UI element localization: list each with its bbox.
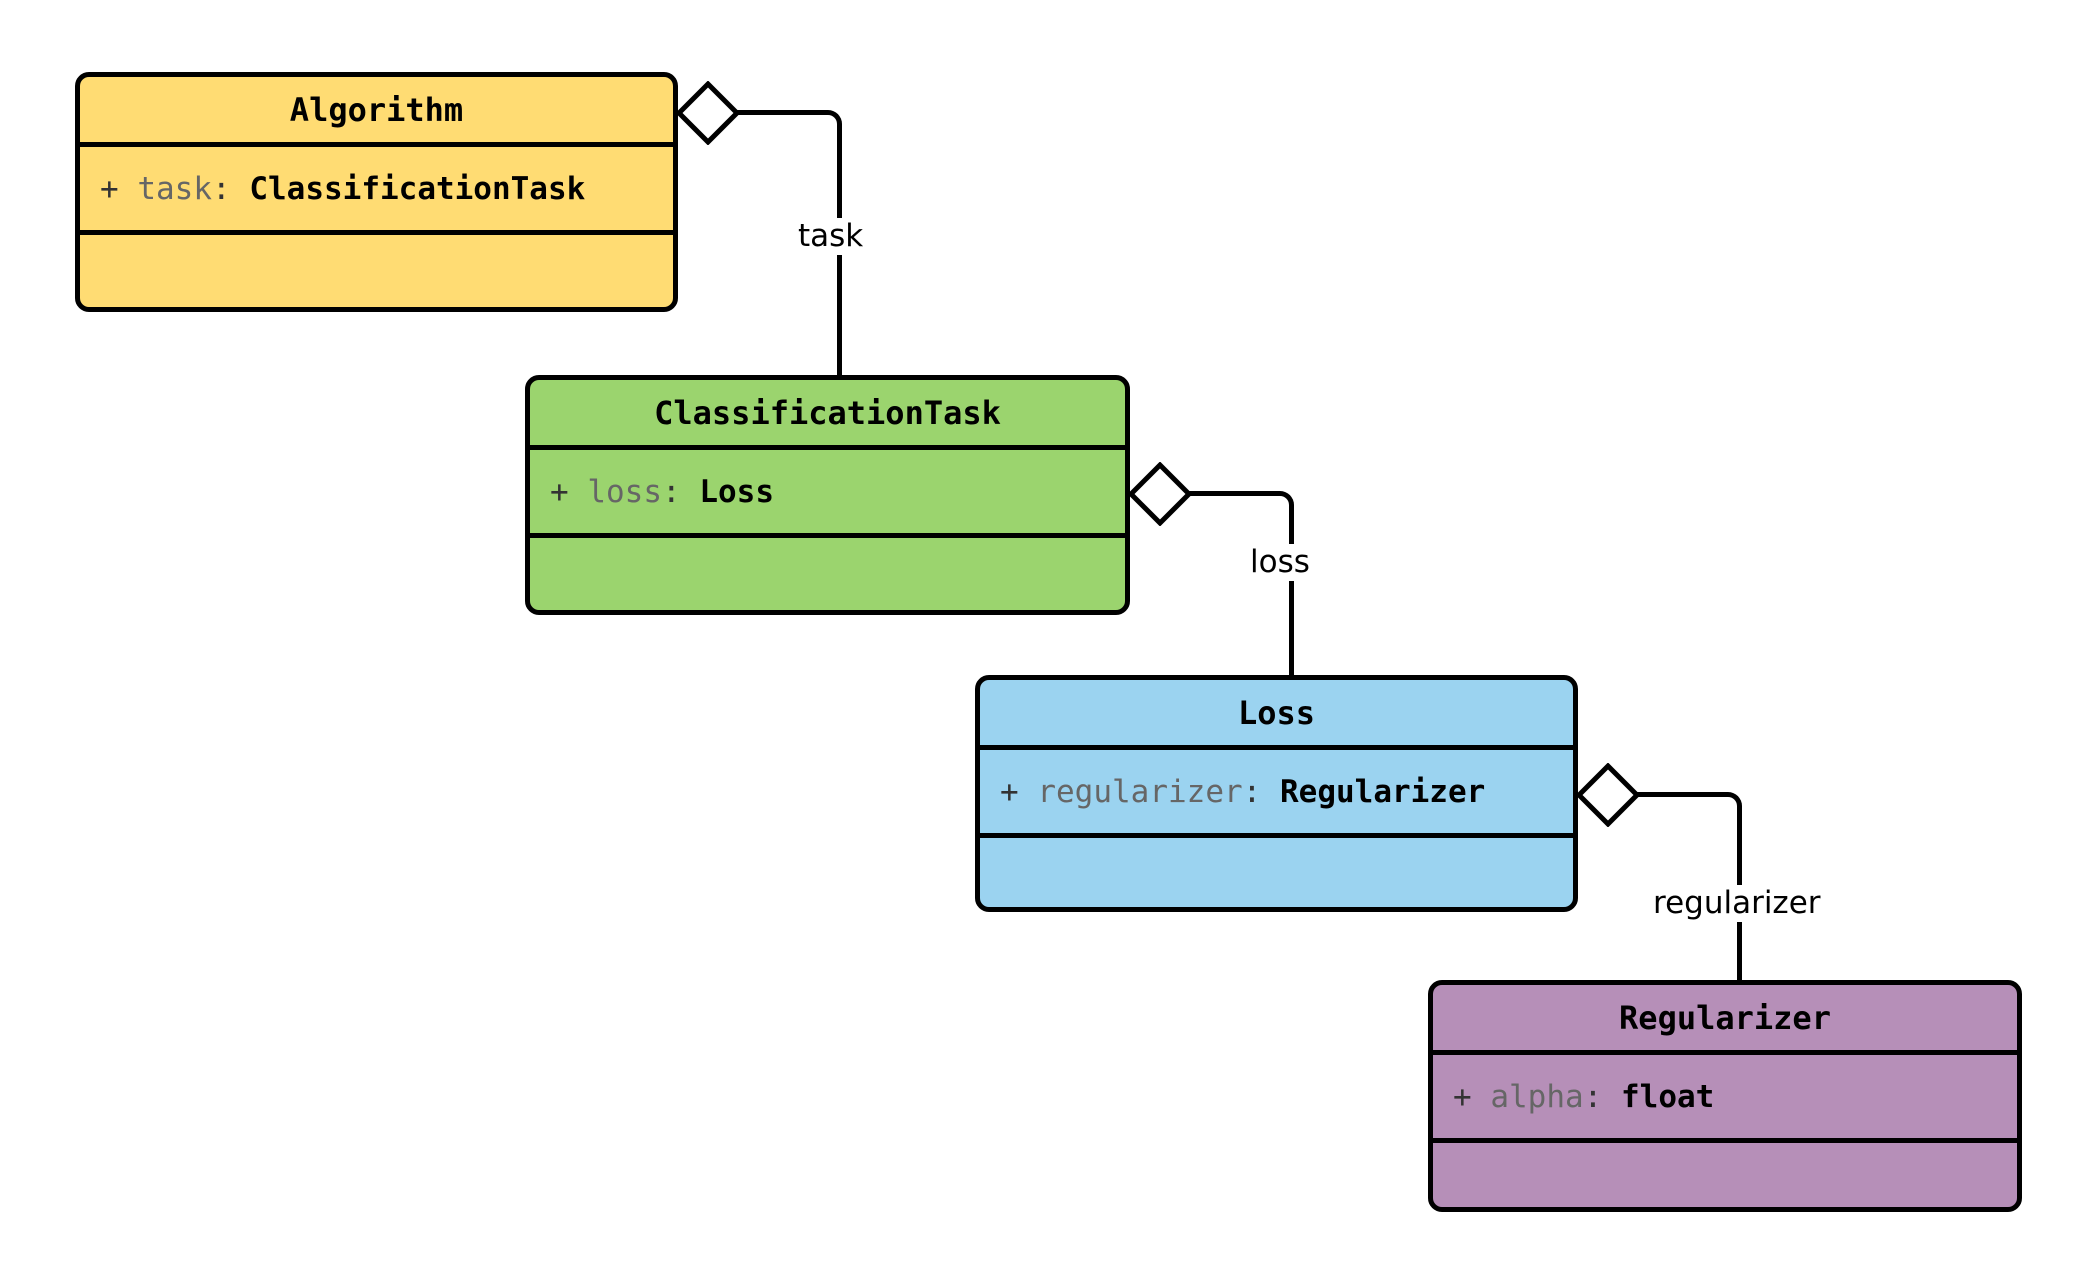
aggregation-diamond-regularizer	[1576, 763, 1640, 827]
attribute-separator: :	[1583, 1078, 1603, 1115]
attribute-name: alpha	[1490, 1078, 1584, 1115]
edge-label-loss: loss	[1245, 544, 1315, 581]
attribute-type: Loss	[699, 473, 774, 510]
edge-horizontal-loss	[1189, 491, 1269, 496]
attribute-visibility: +	[100, 170, 119, 207]
class-attributes-algorithm: + task: ClassificationTask	[80, 147, 673, 235]
attribute-separator: :	[1242, 773, 1262, 810]
edge-vertical-loss	[1289, 516, 1294, 679]
class-name-label: Loss	[1237, 693, 1316, 732]
class-attributes-classificationtask: + loss: Loss	[530, 450, 1125, 538]
class-title-regularizer: Regularizer	[1433, 985, 2017, 1055]
class-title-algorithm: Algorithm	[80, 77, 673, 147]
class-title-loss: Loss	[980, 680, 1573, 750]
attribute-visibility: +	[1453, 1078, 1472, 1115]
class-box-classificationtask[interactable]: ClassificationTask + loss: Loss	[525, 375, 1130, 615]
attribute-name: task	[137, 170, 212, 207]
class-name-label: Regularizer	[1619, 998, 1831, 1037]
edge-horizontal-task	[737, 110, 817, 115]
class-box-algorithm[interactable]: Algorithm + task: ClassificationTask	[75, 72, 678, 312]
attribute-type: ClassificationTask	[249, 170, 586, 207]
attribute-row: + loss: Loss	[530, 474, 1125, 510]
attribute-type: Regularizer	[1280, 773, 1486, 810]
attribute-row: + alpha: float	[1433, 1079, 2017, 1115]
attribute-separator: :	[212, 170, 231, 207]
edge-corner-task	[812, 110, 842, 140]
attribute-name: loss	[587, 473, 662, 510]
edge-vertical-task	[837, 135, 842, 380]
attribute-name: regularizer	[1037, 773, 1243, 810]
class-attributes-regularizer: + alpha: float	[1433, 1055, 2017, 1143]
aggregation-diamond-loss	[1128, 462, 1192, 526]
attribute-row: + task: ClassificationTask	[80, 171, 673, 207]
class-box-loss[interactable]: Loss + regularizer: Regularizer	[975, 675, 1578, 912]
attribute-type: float	[1621, 1078, 1715, 1115]
class-title-classificationtask: ClassificationTask	[530, 380, 1125, 450]
class-name-label: Algorithm	[289, 90, 464, 129]
aggregation-diamond-task	[676, 81, 740, 145]
edge-label-regularizer: regularizer	[1648, 885, 1826, 922]
attribute-separator: :	[662, 473, 681, 510]
edge-horizontal-regularizer	[1637, 792, 1717, 797]
attribute-row: + regularizer: Regularizer	[980, 774, 1573, 810]
attribute-visibility: +	[1000, 773, 1019, 810]
class-name-label: ClassificationTask	[654, 393, 1001, 432]
class-attributes-loss: + regularizer: Regularizer	[980, 750, 1573, 838]
edge-corner-loss	[1264, 491, 1294, 521]
class-box-regularizer[interactable]: Regularizer + alpha: float	[1428, 980, 2022, 1212]
edge-corner-regularizer	[1712, 792, 1742, 822]
edge-label-task: task	[793, 218, 869, 255]
attribute-visibility: +	[550, 473, 569, 510]
